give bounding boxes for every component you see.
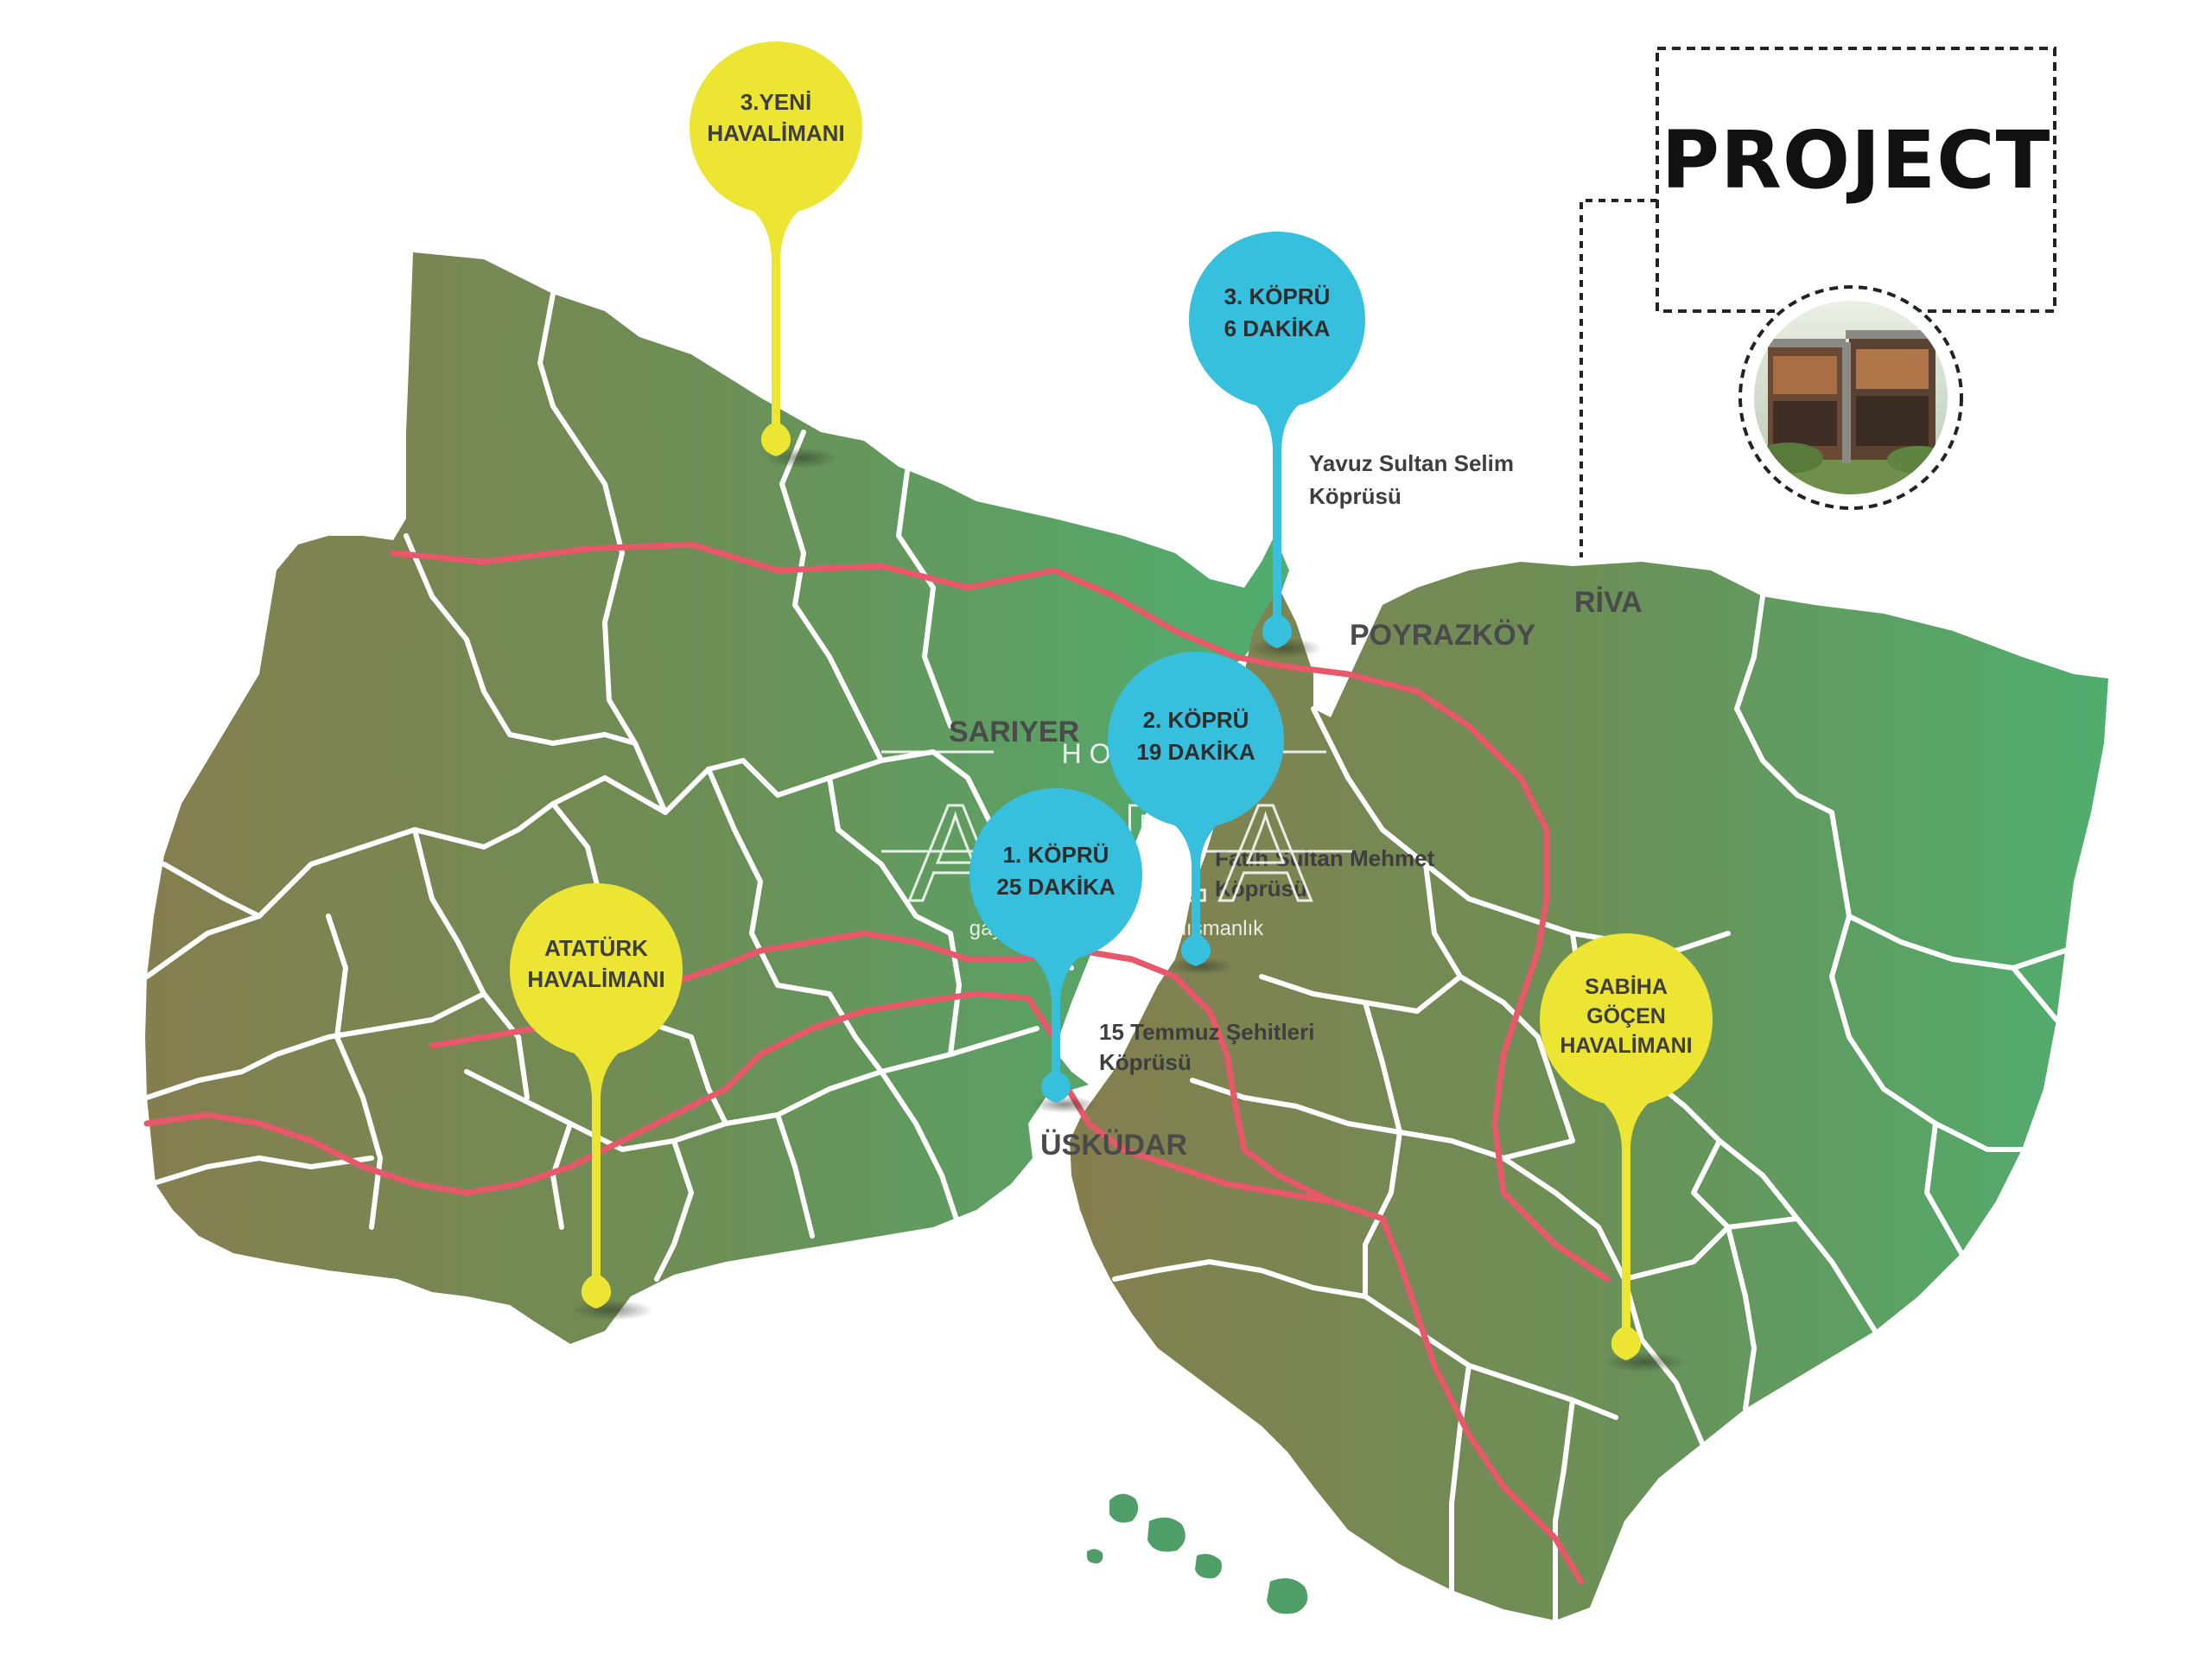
caption-yavuz-sultan-selim: Yavuz Sultan Selim Köprüsü [1309,450,1514,509]
project-callout[interactable] [1580,47,2056,557]
pin-ataturk-line1: ATATÜRK [544,935,648,961]
caption-15-temmuz: 15 Temmuz Şehitleri Köprüsü [1099,1019,1315,1075]
pin-new-airport-line2: HAVALİMANI [707,120,844,146]
label-uskudar: ÜSKÜDAR [1040,1129,1187,1162]
pin-new-airport-line1: 3.YENİ [741,89,811,115]
map-pin-drop-icon [1108,652,1284,966]
pin-bridge2-line2: 19 DAKİKA [1136,739,1255,765]
pin-ataturk-line2: HAVALİMANI [527,966,664,992]
project-villa-thumbnail [1754,301,1948,494]
caption-fatih-line1: Fatih Sultan Mehmet [1215,845,1435,871]
pin-sabiha-line2: GÖÇEN [1586,1003,1666,1028]
label-sariyer: SARIYER [949,716,1079,748]
pin-sabiha-gocen-havalimani[interactable]: SABİHA GÖÇEN HAVALİMANI [1540,933,1713,1372]
pin-bridge3-line1: 3. KÖPRÜ [1224,283,1331,309]
caption-temmuz-line1: 15 Temmuz Şehitleri [1099,1019,1315,1045]
map-pin-drop-icon [1540,933,1713,1360]
label-poyrazkoy: POYRAZKÖY [1350,619,1536,652]
map-pin-drop-icon [1189,232,1365,648]
princes-islands [1087,1493,1308,1614]
caption-fatih-sultan-mehmet: Fatih Sultan Mehmet Köprüsü [1215,845,1435,901]
pin-ataturk-havalimani[interactable]: ATATÜRK HAVALİMANI [510,883,683,1321]
pin-3-kopru[interactable]: 3. KÖPRÜ 6 DAKİKA [1189,232,1365,659]
caption-yavuz-line2: Köprüsü [1309,483,1402,509]
map-pin-drop-icon [969,788,1142,1103]
pin-sabiha-line1: SABİHA [1585,975,1668,999]
pin-bridge1-line1: 1. KÖPRÜ [1003,842,1109,868]
pin-1-kopru[interactable]: 1. KÖPRÜ 25 DAKİKA [969,788,1142,1113]
map-pin-drop-icon [510,883,683,1308]
pin-sabiha-line3: HAVALİMANI [1560,1034,1692,1058]
caption-fatih-line2: Köprüsü [1215,875,1307,901]
caption-temmuz-line2: Köprüsü [1099,1049,1192,1075]
label-riva: RİVA [1574,586,1643,619]
caption-yavuz-line1: Yavuz Sultan Selim [1309,450,1514,476]
pin-bridge1-line2: 25 DAKİKA [996,874,1115,900]
project-title: PROJECT [1661,113,2051,207]
pin-3-yeni-havalimani[interactable]: 3.YENİ HAVALİMANI [690,41,862,468]
european-side-land [145,252,1289,1344]
pin-bridge3-line2: 6 DAKİKA [1224,315,1331,341]
pin-bridge2-line1: 2. KÖPRÜ [1143,707,1249,733]
highway-network [143,541,1611,1585]
project-leader-line [1580,199,1657,557]
pin-2-kopru[interactable]: 2. KÖPRÜ 19 DAKİKA [1108,652,1284,975]
map-pin-drop-icon [690,41,862,456]
